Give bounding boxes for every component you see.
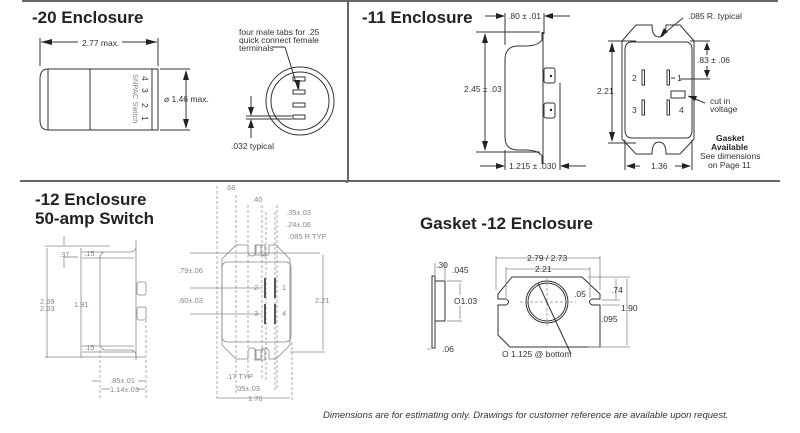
footer-note: Dimensions are for estimating only. Draw… bbox=[323, 410, 729, 421]
enc20-body-marking: SNPAC Switch bbox=[131, 74, 140, 123]
enc20-tabs-note-2: quick connect female bbox=[239, 35, 319, 45]
enc20-tab-thickness: .032 typical bbox=[231, 141, 274, 151]
enc11-side-view bbox=[476, 13, 586, 170]
enc12-front-dim-d: .24±.06 bbox=[286, 220, 311, 229]
gasket-a-dim: .74 bbox=[611, 285, 623, 295]
enc11-cut-in-1: cut in bbox=[710, 96, 731, 106]
enc12-front-mount: 2.21 bbox=[315, 296, 330, 305]
enc12-side-view bbox=[45, 236, 147, 398]
enc11-terminal-1: 1 bbox=[677, 73, 682, 83]
enc12-front-dim-f: .60±.03 bbox=[178, 296, 203, 305]
gasket-slot-dim: 2.21 bbox=[535, 264, 552, 274]
gasket-lip-dim: .045 bbox=[452, 265, 469, 275]
gasket-dia-dim: O1.03 bbox=[454, 296, 477, 306]
enc12-front-dim-e: .79±.06 bbox=[178, 266, 203, 275]
enc11-radius-note: .085 R. typical bbox=[688, 11, 742, 21]
enc20-tabs-note-1: four male tabs for .25 bbox=[239, 27, 320, 37]
enc20-term-3: 3 bbox=[140, 88, 150, 93]
enc12-front-radius: .085 R TYP bbox=[288, 232, 327, 241]
enc12-side-flange-bottom: .15 bbox=[84, 343, 94, 352]
enc11-width-dim: 1.36 bbox=[651, 161, 668, 171]
enc11-depth-dim: 1.215 ± .030 bbox=[509, 161, 556, 171]
enc11-title: -11 Enclosure bbox=[362, 8, 473, 27]
enc11-gasket-1: Gasket bbox=[716, 133, 745, 143]
enc12-front-terminal-2: 2 bbox=[254, 283, 258, 292]
gasket-height-dim: 1.90 bbox=[621, 303, 638, 313]
enc20-length-dim: 2.77 max. bbox=[82, 38, 119, 48]
enc20-term-1: 1 bbox=[140, 116, 150, 121]
enc12-front-view bbox=[190, 186, 325, 400]
enc11-terminal-3: 3 bbox=[632, 105, 637, 115]
enc12-front-dim-g: .17 TYP bbox=[226, 372, 253, 381]
enc11-height-dim: 2.45 ± .03 bbox=[464, 84, 502, 94]
enc12-side-depth2: 1.14±.03 bbox=[110, 385, 139, 394]
enc12-front-dim-c: .35±.03 bbox=[286, 208, 311, 217]
enc11-terminal-4: 4 bbox=[679, 105, 684, 115]
enc12-title-1: -12 Enclosure bbox=[35, 190, 147, 209]
enc12-front-dim-a: .68 bbox=[225, 183, 235, 192]
enc12-front-dim-b: .40 bbox=[252, 195, 262, 204]
enc12-side-depth1: .85±.01 bbox=[110, 376, 135, 385]
enc11-gasket-3: See dimensions bbox=[700, 151, 760, 161]
gasket-bottom-dim: O 1.125 @ bottom bbox=[502, 349, 572, 359]
enc12-side-top-dim: .37 bbox=[59, 250, 69, 259]
enc20-end-view bbox=[246, 46, 335, 138]
enc12-front-dim-h: .05±.03 bbox=[235, 384, 260, 393]
enc12-front-width: 1.76 bbox=[248, 394, 263, 403]
enc20-term-2: 2 bbox=[140, 103, 150, 108]
gasket-side-view bbox=[427, 263, 462, 350]
enc11-mount-dim: 2.21 bbox=[597, 86, 614, 96]
gasket-b-dim: .095 bbox=[601, 314, 618, 324]
enc11-front-view bbox=[608, 17, 710, 170]
enc12-front-terminal-1: 1 bbox=[282, 283, 286, 292]
enc12-side-inner: 1.91 bbox=[74, 300, 89, 309]
enc12-title-2: 50-amp Switch bbox=[35, 209, 155, 228]
enc11-flange-dim: .80 ± .01 bbox=[508, 11, 541, 21]
gasket-thickness-dim: .30 bbox=[436, 260, 448, 270]
enc20-diameter-dim: ⌀ 1.46 max. bbox=[164, 94, 209, 104]
enc20-term-4: 4 bbox=[140, 76, 150, 81]
enc20-title: -20 Enclosure bbox=[32, 8, 144, 27]
gasket-title: Gasket -12 Enclosure bbox=[420, 214, 593, 233]
gasket-front-view bbox=[495, 256, 630, 355]
enc20-tabs-note-3: terminals bbox=[239, 43, 273, 53]
gasket-edge-dim: .06 bbox=[442, 344, 454, 354]
enc11-cut-in-2: voltage bbox=[710, 104, 738, 114]
enc11-gasket-4: on Page 11 bbox=[708, 160, 751, 170]
gasket-slotw-dim: .05 bbox=[574, 289, 586, 299]
enc20-side-view bbox=[39, 38, 190, 131]
enc12-front-terminal-4: 4 bbox=[282, 309, 286, 318]
enc12-side-flange-top: .15 bbox=[84, 249, 94, 258]
enc11-gasket-2: Available bbox=[711, 142, 748, 152]
enc12-front-terminal-3: 3 bbox=[254, 309, 258, 318]
enc11-terminal-2: 2 bbox=[632, 73, 637, 83]
enc11-tab-offset-dim: .83 ± .06 bbox=[697, 55, 730, 65]
enc12-side-total-2: 2.63 bbox=[40, 304, 55, 313]
gasket-overall-dim: 2.79 / 2.73 bbox=[527, 253, 567, 263]
enc12-side-total-1: 2.69 bbox=[40, 297, 55, 306]
